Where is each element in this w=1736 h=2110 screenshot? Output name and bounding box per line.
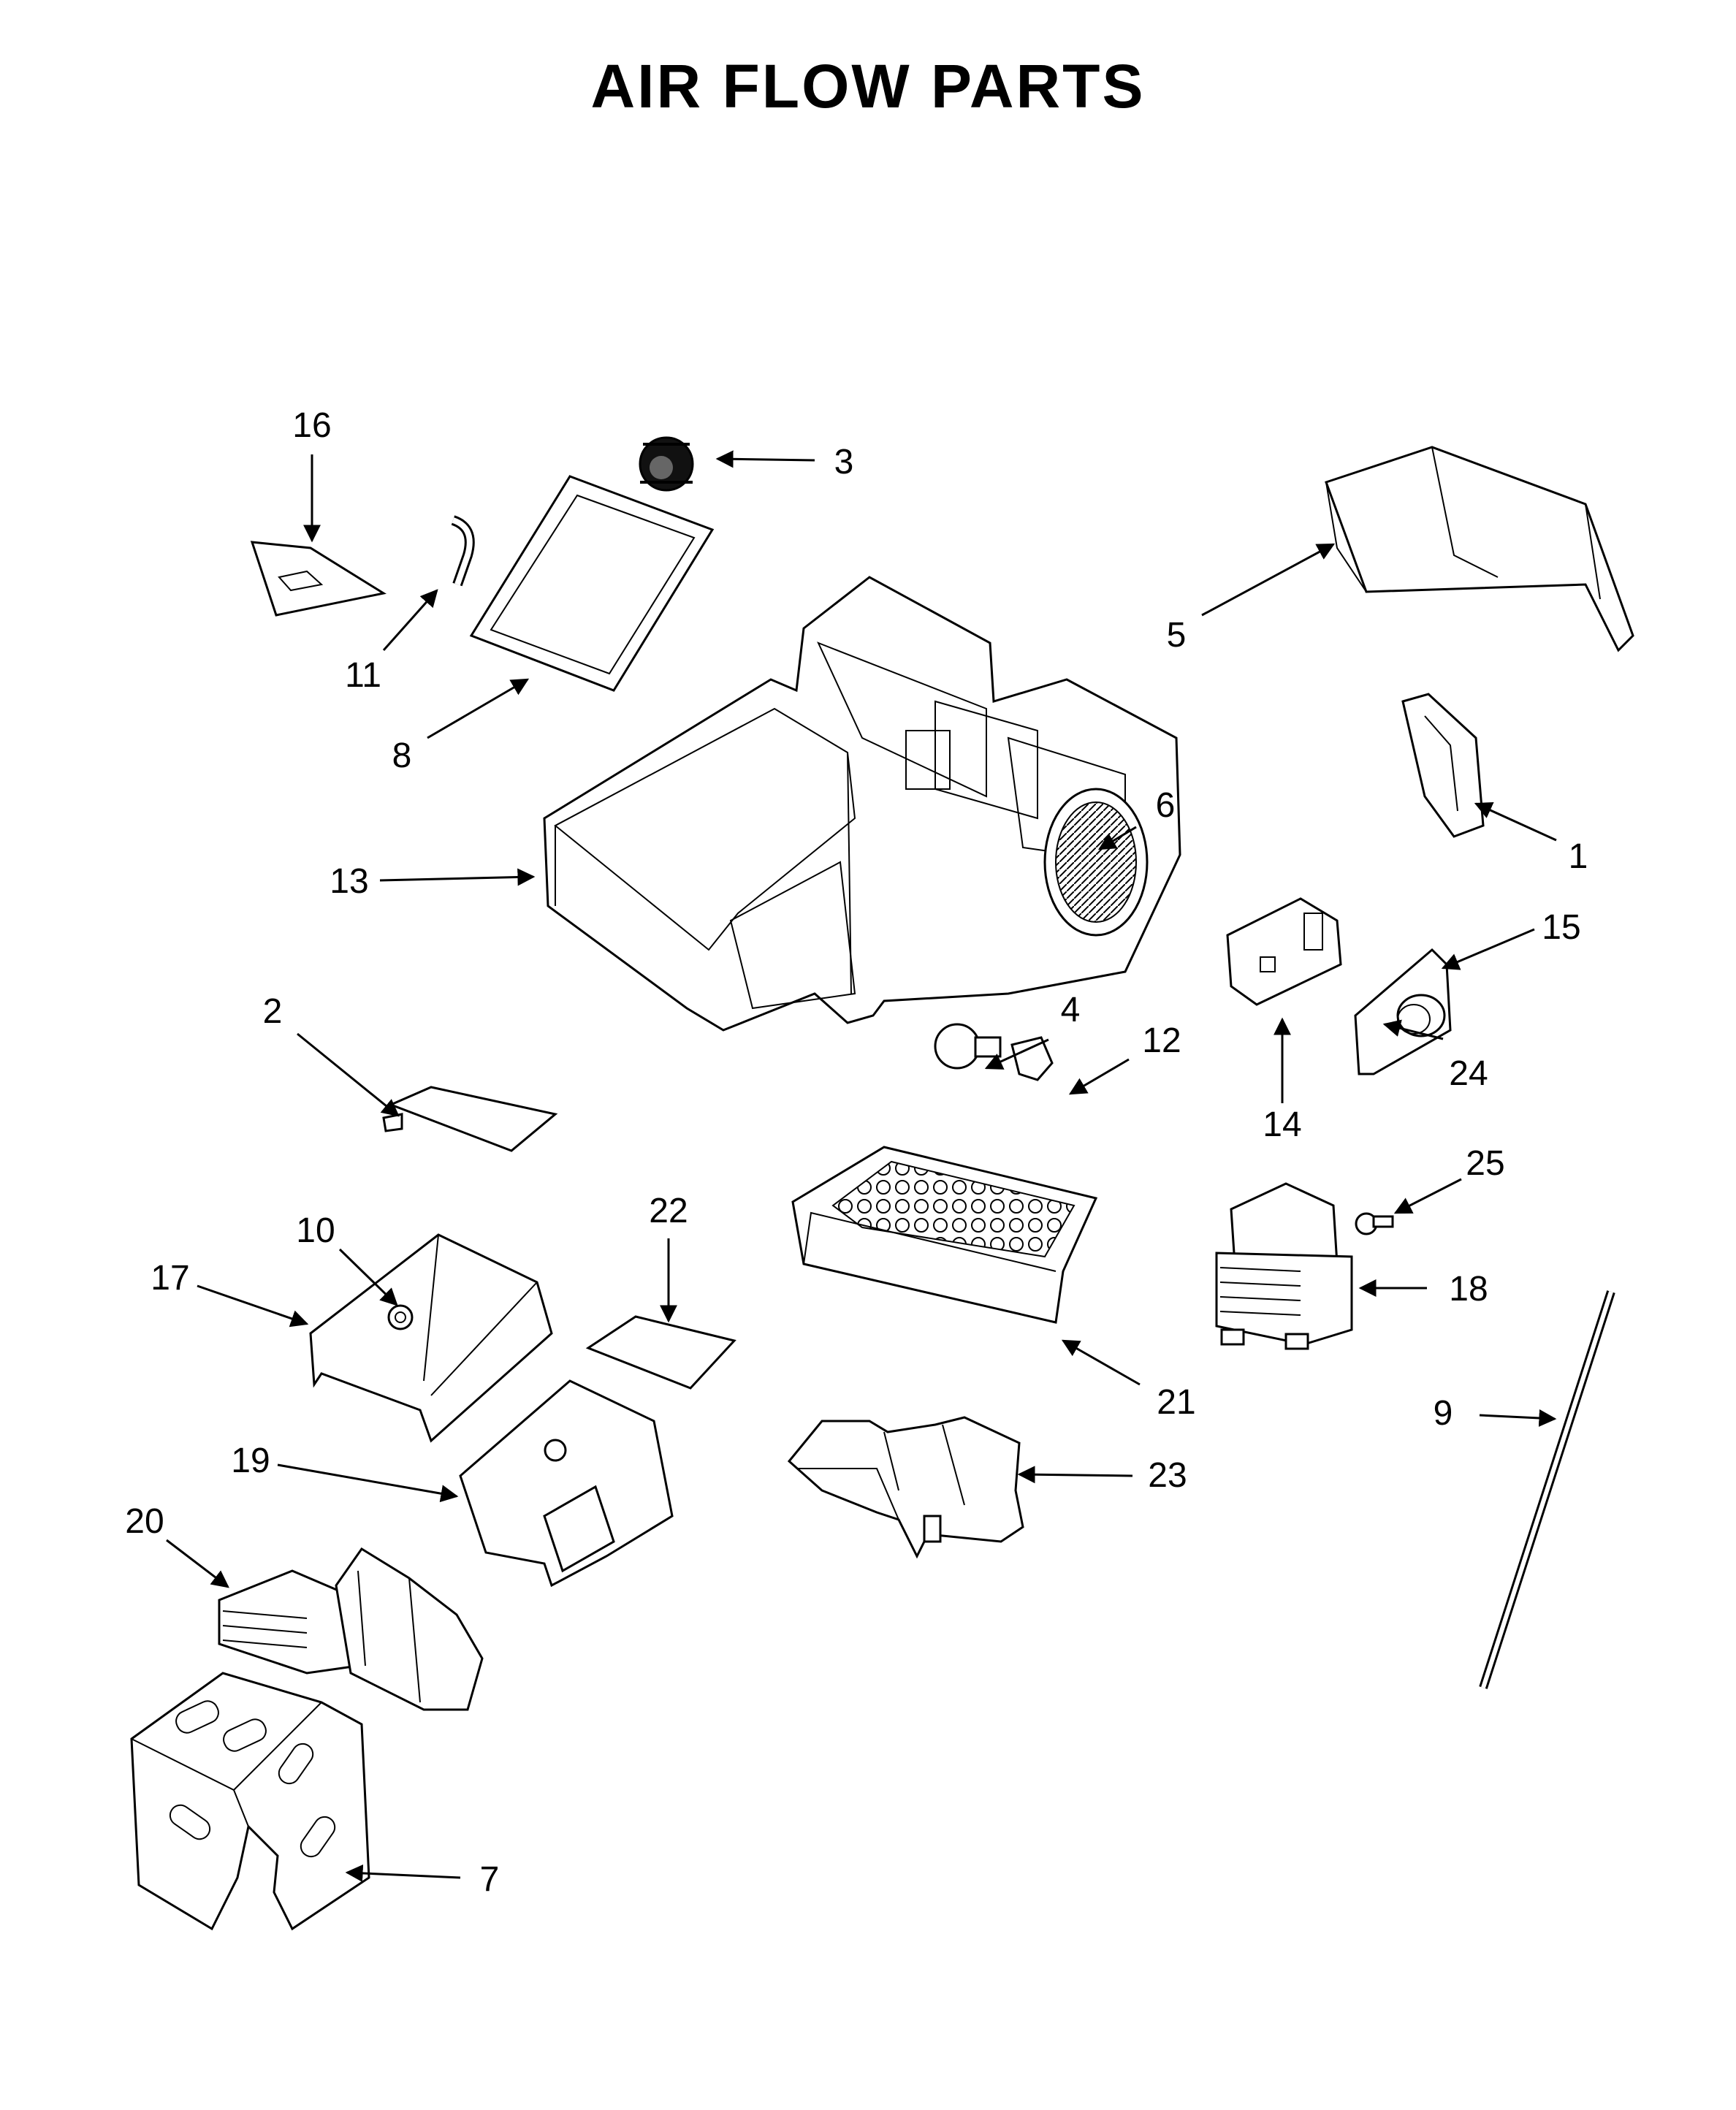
part-5-vent-cover	[1325, 446, 1634, 652]
part-6-fan-grille	[1043, 788, 1149, 937]
diagram-title: AIR FLOW PARTS	[590, 52, 1146, 121]
callout-16: 16	[292, 406, 331, 445]
callout-17: 17	[151, 1259, 189, 1298]
callout-1: 1	[1569, 837, 1588, 876]
callout-11: 11	[345, 656, 381, 695]
callout-21: 21	[1157, 1383, 1195, 1422]
callout-23: 23	[1148, 1456, 1187, 1495]
part-20-duct	[218, 1547, 484, 1711]
part-22-plate	[585, 1315, 736, 1390]
callout-20: 20	[125, 1502, 164, 1541]
part-18-transformer	[1215, 1182, 1353, 1350]
part-21-grille-tray	[791, 1146, 1098, 1324]
callout-22: 22	[649, 1192, 688, 1230]
part-4-bulb	[934, 1023, 1002, 1070]
part-10-thermostat	[387, 1304, 414, 1330]
callout-8: 8	[392, 736, 412, 775]
part-17-cover	[309, 1233, 553, 1443]
callout-7: 7	[480, 1860, 500, 1899]
part-8-filter-frame	[469, 475, 715, 692]
callout-3: 3	[834, 443, 854, 481]
callout-19: 19	[231, 1441, 270, 1480]
part-2-cover-plate	[382, 1086, 558, 1152]
part-24-socket	[1396, 994, 1446, 1037]
part-12-lamp-socket	[1010, 1036, 1054, 1081]
callout-4: 4	[1061, 991, 1081, 1029]
part-16-plate	[250, 541, 387, 617]
part-11-tube	[451, 515, 475, 587]
callout-10: 10	[296, 1211, 335, 1250]
leader-lines	[166, 450, 1557, 1882]
part-3-fan-motor	[639, 436, 694, 492]
part-23-duct-guide	[787, 1416, 1024, 1559]
part-9-rod	[1479, 1290, 1615, 1689]
callout-13: 13	[330, 862, 368, 901]
part-7-shield	[130, 1672, 370, 1931]
callout-9: 9	[1434, 1394, 1453, 1433]
callout-24: 24	[1449, 1054, 1488, 1093]
part-1-bracket	[1401, 693, 1485, 838]
callout-25: 25	[1466, 1144, 1504, 1183]
callout-5: 5	[1167, 616, 1187, 655]
callout-14: 14	[1263, 1105, 1301, 1144]
callout-6: 6	[1156, 786, 1176, 825]
callout-15: 15	[1542, 908, 1580, 947]
part-14-circuit-board	[1226, 897, 1342, 1006]
part-25-thermostat	[1355, 1212, 1394, 1235]
callout-labels: 16 3 11 8 5 1 6 13 15 2 4 12 24 14 25 22…	[125, 406, 1588, 1899]
callout-18: 18	[1449, 1270, 1488, 1309]
part-19-air-guide	[459, 1379, 674, 1588]
callout-12: 12	[1142, 1021, 1181, 1060]
callout-2: 2	[263, 992, 283, 1031]
